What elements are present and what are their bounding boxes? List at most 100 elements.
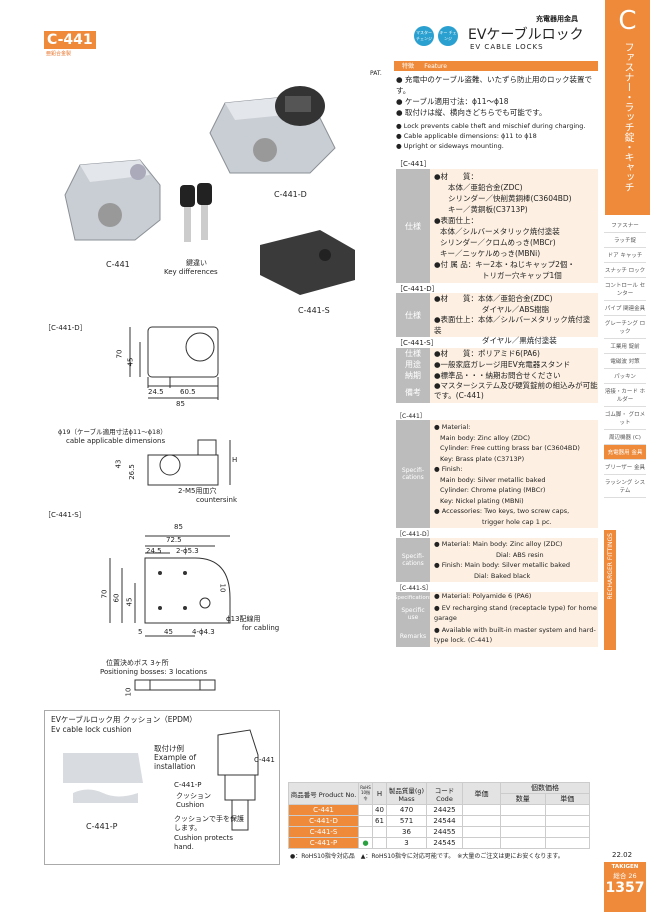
- material-subtitle: 亜鉛合金製: [46, 51, 72, 57]
- s-dim-45b: 45: [164, 628, 173, 636]
- s-dim-60: 60: [112, 593, 121, 603]
- side-nav-item[interactable]: 電磁波 対策: [604, 354, 646, 369]
- spec-label: Remarks: [396, 625, 430, 647]
- col-header: コード Code: [426, 782, 463, 805]
- cell-code: 24545: [426, 837, 463, 849]
- side-nav-item[interactable]: ゴム脚・ グロメット: [604, 407, 646, 430]
- footer-date: 22.02: [612, 851, 633, 859]
- cushion-image: [63, 753, 143, 803]
- spec-line: Dial: ABS resin: [496, 550, 544, 559]
- spec-c441-block: 仕様 ●材 質： 本体／亜鉛合金(ZDC) シリンダー／快削黄銅棒(C3604B…: [396, 169, 598, 283]
- s-dim-5: 5: [138, 628, 143, 636]
- s-dim-2-5-3: 2-ϕ5.3: [176, 547, 199, 555]
- side-nav-item[interactable]: ブリーザー 金具: [604, 460, 646, 475]
- side-nav-item[interactable]: ラッチ錠: [604, 233, 646, 248]
- feature-en-item: ● Lock prevents cable theft and mischief…: [396, 122, 586, 130]
- spec-line: 本体／亜鉛合金(ZDC): [448, 183, 523, 192]
- feature-jp-list: ● 充電中のケーブル盗難、いたずら防止用のロック装置です。 ● ケーブル適用寸法…: [396, 74, 596, 118]
- cell-h: [372, 826, 387, 838]
- cushion-box: EVケーブルロック用 クッション（EPDM） Ev cable lock cus…: [44, 710, 280, 865]
- table-footnote: ●：RoHS10指令対応品 ▲：RoHS10指令に対応可能です。 ※大量のご注文…: [290, 853, 564, 860]
- protect-jp: クッションで手を保護します。: [174, 815, 244, 832]
- col-header: 単価: [462, 782, 501, 805]
- side-nav-item-active[interactable]: 充電器用 金具: [604, 445, 646, 460]
- s-dim-70: 70: [100, 589, 109, 599]
- dim-43: 43: [114, 459, 123, 469]
- product-code-badge: C-441: [44, 31, 96, 49]
- install-c441p-ref: C-441-P: [174, 781, 202, 789]
- cable-dim-jp: ϕ19（ケーブル適用寸法ϕ11〜ϕ18）: [58, 428, 167, 436]
- spec-line: ●一般家庭ガレージ用EV充電器スタンド: [430, 359, 598, 370]
- spec-c441s-block: 仕様●材 質：ポリアミド6(PA6) 用途●一般家庭ガレージ用EV充電器スタンド…: [396, 348, 598, 403]
- drawing-c441d-top: [129, 326, 219, 400]
- spec-line: Dial: Baked black: [474, 571, 531, 580]
- side-nav-item[interactable]: パッキン: [604, 369, 646, 384]
- side-nav-item[interactable]: ドア キャッチ: [604, 248, 646, 263]
- example-en: Example of installation: [154, 753, 197, 771]
- cell-h: 61: [372, 815, 387, 827]
- feature-header-en: Feature: [424, 63, 447, 70]
- example-jp: 取付け例: [154, 744, 184, 753]
- table-row: C-441 40 470 24425: [288, 804, 590, 816]
- side-nav-item[interactable]: ラッシング システム: [604, 475, 646, 498]
- dim-60-5: 60.5: [180, 388, 196, 396]
- side-nav-item[interactable]: スナッチ ロック: [604, 263, 646, 278]
- s-dim-4-4-3: 4-ϕ4.3: [192, 628, 215, 636]
- side-nav-item[interactable]: パイプ 関連金具: [604, 301, 646, 316]
- spec-line: ●材 質：: [434, 172, 479, 181]
- side-nav-item[interactable]: ファスナー: [604, 218, 646, 233]
- side-nav-item[interactable]: 溶接・カード ホルダー: [604, 384, 646, 407]
- cell-rohs: [358, 815, 373, 827]
- spec-line: キー／黄銅板(C3713P): [448, 205, 528, 214]
- product-code: C-441: [47, 32, 93, 48]
- spec-label: Specifi-cations: [396, 420, 430, 528]
- keys-image: [180, 183, 212, 242]
- spec-line: ● Material: Main body: Zinc alloy (ZDC): [434, 540, 563, 548]
- cell-product-no: C-441-D: [288, 815, 359, 827]
- spec-label: Specifications: [394, 592, 432, 603]
- boss-dim-10: 10: [124, 687, 133, 697]
- product-image-c441d: [209, 86, 336, 174]
- table-row: C-441-D 61 571 24544: [288, 815, 590, 827]
- spec-en-c441d-title: ［C-441-D］: [396, 531, 433, 538]
- spec-en-c441s-block: Specifications● Material: Polyamide 6 (P…: [394, 592, 598, 647]
- side-vertical-en-bar: RECHARGER FITTINGS: [604, 530, 616, 650]
- side-nav-item[interactable]: 工業用 錠前: [604, 339, 646, 354]
- cell-product-no: C-441-S: [288, 826, 359, 838]
- category-label: 充電器用金具: [536, 15, 578, 23]
- col-header: 単価: [544, 793, 590, 805]
- col-header: 数量: [500, 793, 546, 805]
- feature-jp-item: ● 充電中のケーブル盗難、いたずら防止用のロック装置です。: [396, 75, 592, 95]
- cable-dim-en: cable applicable dimensions: [66, 437, 166, 445]
- side-nav-item[interactable]: コントロール センター: [604, 278, 646, 301]
- countersink-en: countersink: [196, 496, 238, 504]
- drawing-c441d-title: ［C-441-D］: [44, 324, 87, 332]
- side-nav-item[interactable]: 周辺機器 (C): [604, 430, 646, 445]
- feature-header: 特徴 Feature: [394, 61, 598, 71]
- s-dim-24-5: 24.5: [146, 547, 162, 555]
- table-row: C-441-P ● 3 24545: [288, 837, 590, 849]
- spec-line: 本体／シルバーメタリック焼付塗装: [440, 227, 560, 236]
- cell-product-no: C-441: [288, 804, 359, 816]
- col-header: 商品番号 Product No.: [288, 782, 359, 805]
- spec-line: ●付 属 品：キー2本・ねじキャップ2個・: [434, 260, 575, 269]
- spec-c441s-title: ［C-441-S］: [396, 339, 438, 347]
- spec-en-c441s-title: ［C-441-S］: [396, 585, 432, 592]
- cell-product-no: C-441-P: [288, 837, 359, 849]
- footer-page-box: TAKIGEN 総合 26 1357: [604, 862, 646, 912]
- cell-mass: 571: [386, 815, 427, 827]
- dim-70: 70: [115, 349, 124, 359]
- spec-line: ダイヤル／黒焼付塗装: [482, 336, 557, 345]
- protect-en: Cushion protects hand.: [174, 834, 234, 851]
- footer-page: 1357: [605, 880, 645, 896]
- spec-line: ● EV recharging stand (receptacle type) …: [430, 603, 598, 625]
- footer-brand: TAKIGEN: [611, 864, 639, 870]
- side-nav-item[interactable]: グレーチング ロック: [604, 316, 646, 339]
- feature-en-item: ● Cable applicable dimensions: ϕ11 to ϕ1…: [396, 132, 537, 140]
- spec-label: 仕様: [396, 169, 430, 283]
- cell-code: 24425: [426, 804, 463, 816]
- spec-line: Key: Nickel plating (MBNi): [440, 496, 524, 505]
- cell-rohs: [358, 804, 373, 816]
- spec-line: キー／ニッケルめっき(MBNi): [440, 249, 541, 258]
- cushion-title-jp: EVケーブルロック用 クッション（EPDM）: [51, 715, 197, 724]
